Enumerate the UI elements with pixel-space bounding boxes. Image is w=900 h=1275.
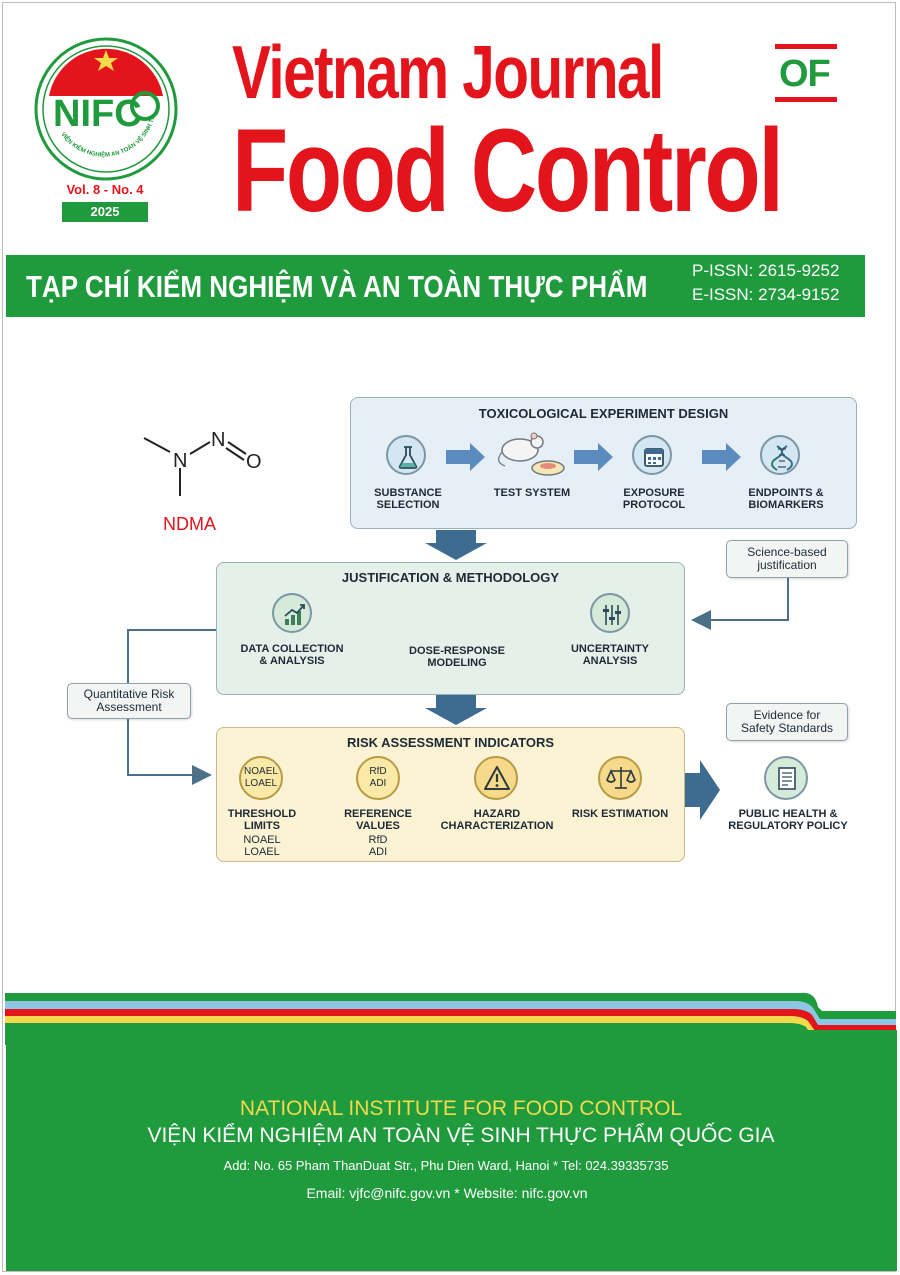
tox-step-2: TEST SYSTEM [493,487,571,499]
journal-title-line2: Food Control [232,105,784,237]
bar-chart-icon [272,593,312,633]
title-of-block: OF [775,44,837,108]
policy-label: PUBLIC HEALTH &REGULATORY POLICY [728,808,848,832]
institute-address: Add: No. 65 Pham ThanDuat Str., Phu Dien… [223,1158,669,1173]
scale-icon [598,756,642,800]
diagram-connectors [127,530,789,820]
institute-contact: Email: vjfc@nifc.gov.vn * Website: nifc.… [306,1185,588,1201]
issue-year: 2025 [62,202,148,222]
risk-step-4: RISK ESTIMATION [571,808,669,820]
document-icon [764,756,808,800]
vietnamese-title: TẠP CHÍ KIỂM NGHIỆM VÀ AN TOÀN THỰC PHẨM [26,269,648,304]
mouse-icon [498,432,544,467]
of-rule-top [775,44,837,49]
warning-icon [474,756,518,800]
ndma-molecule: N N O [143,429,262,496]
just-step-1: DATA COLLECTION& ANALYSIS [240,643,344,667]
star-icon [94,50,118,71]
nifc-logo: NIFC VIỆN KIỂM NGHIỆM AN TOÀN VỆ SINH TH… [33,36,178,181]
tox-step-4: ENDPOINTS &BIOMARKERS [748,487,824,511]
tox-title: TOXICOLOGICAL EXPERIMENT DESIGN [478,406,729,421]
issue-volume: Vol. 8 - No. 4 [66,182,144,197]
calendar-icon [632,435,672,475]
title-band: TẠP CHÍ KIỂM NGHIỆM VÀ AN TOÀN THỰC PHẨM… [6,255,865,317]
footer-panel [6,1030,897,1271]
just-title: JUSTIFICATION & METHODOLOGY [341,570,560,585]
e-issn: E-ISSN: 2734-9152 [692,285,840,304]
journal-title-line1: Vietnam Journal [232,30,664,114]
noael-badge: NOAEL LOAEL [239,756,283,800]
p-issn: P-ISSN: 2615-9252 [692,261,840,280]
atom-o: O [246,451,262,473]
rfd-badge: RfD ADI [356,756,400,800]
risk-title: RISK ASSESSMENT INDICATORS [346,735,555,750]
atom-n1: N [173,450,187,472]
tox-arrow-1 [446,443,485,471]
atom-n2: N [211,429,225,451]
ndma-label: NDMA [163,514,216,534]
dna-icon [760,435,800,475]
science-connector [691,578,789,630]
tox-arrow-2 [574,443,613,471]
logo-acronym: NIFC [53,93,142,135]
right-arrow-policy [685,760,720,820]
tox-arrow-3 [702,443,741,471]
flask-icon [386,435,426,475]
institute-name-en: NATIONAL INSTITUTE FOR FOOD CONTROL [239,1097,683,1120]
down-arrow-1 [425,530,487,560]
institute-name-vn: VIỆN KIỂM NGHIỆM AN TOÀN VỆ SINH THỰC PH… [147,1124,775,1147]
title-of: OF [779,53,831,95]
petri-dish-icon [531,460,565,476]
down-arrow-2 [425,695,487,725]
sliders-icon [590,593,630,633]
of-rule-bottom [775,97,837,102]
